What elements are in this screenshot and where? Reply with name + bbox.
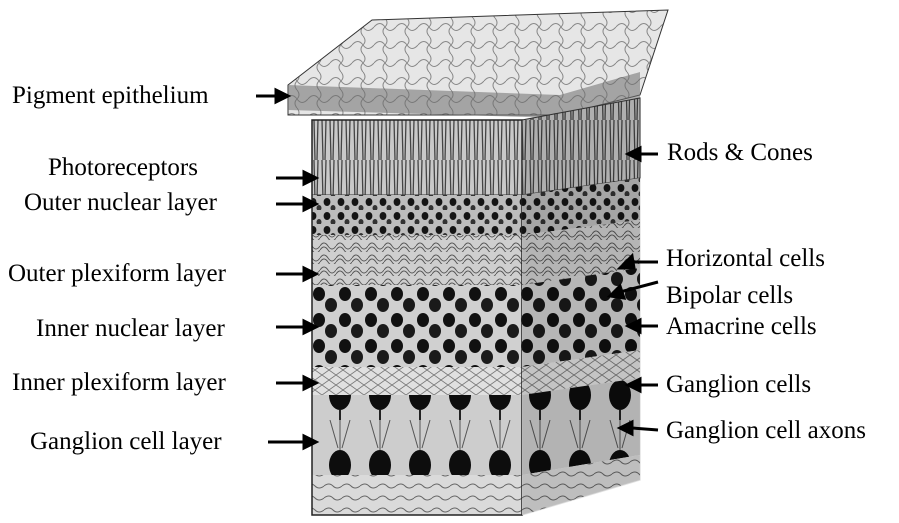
label-outer-plexiform-layer: Outer plexiform layer xyxy=(8,261,226,286)
label-ganglion-cells: Ganglion cells xyxy=(666,372,811,397)
label-pigment-epithelium: Pigment epithelium xyxy=(12,83,209,108)
label-inner-plexiform-layer: Inner plexiform layer xyxy=(12,370,226,395)
label-photoreceptors: Photoreceptors xyxy=(48,155,198,180)
label-bipolar-cells: Bipolar cells xyxy=(666,283,793,308)
left-arrows xyxy=(256,90,316,448)
label-rods-cones: Rods & Cones xyxy=(667,140,813,165)
label-ganglion-cell-layer: Ganglion cell layer xyxy=(30,429,222,454)
label-amacrine-cells: Amacrine cells xyxy=(666,314,817,339)
retina-side-face xyxy=(522,98,640,515)
label-horizontal-cells: Horizontal cells xyxy=(666,246,825,271)
label-outer-nuclear-layer: Outer nuclear layer xyxy=(24,190,217,215)
retina-block xyxy=(312,120,522,515)
label-ganglion-cell-axons: Ganglion cell axons xyxy=(666,418,866,443)
label-inner-nuclear-layer: Inner nuclear layer xyxy=(36,316,225,341)
